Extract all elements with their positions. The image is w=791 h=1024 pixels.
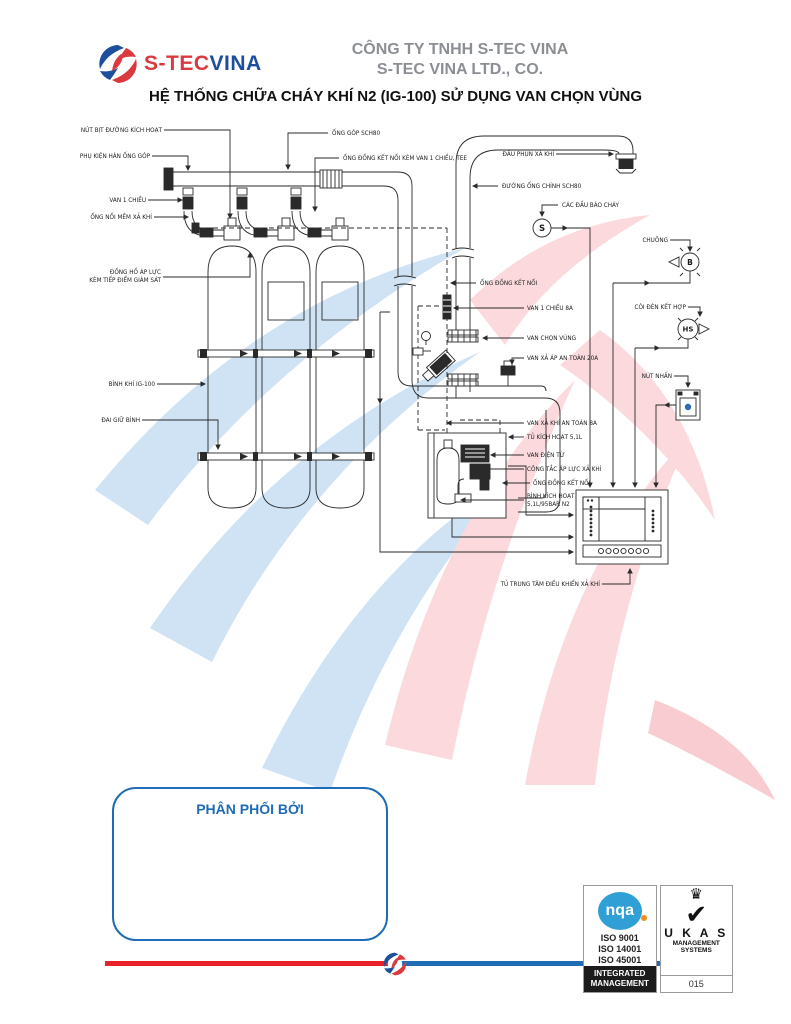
ukas-card: ♛ ✔ U K A S MANAGEMENT SYSTEMS 015 (659, 885, 733, 993)
check-valve-fittings (182, 187, 302, 210)
stec-logo: S-TECVINA (98, 44, 262, 84)
iso-45001: ISO 45001 (598, 955, 642, 965)
logo-text: S-TECVINA (144, 52, 262, 76)
smoke-detector-icon (532, 218, 552, 238)
label-gauge-line1: ĐỒNG HỒ ÁP LỰC (110, 267, 161, 276)
label-selection-valve: VAN CHỌN VÙNG (527, 335, 576, 342)
label-check-valve: VAN 1 CHIỀU (109, 196, 146, 204)
detector-letter: S (539, 224, 545, 234)
panel-leds (586, 499, 655, 537)
logo-text-blue: VINA (209, 52, 262, 75)
manifold-top (172, 171, 413, 276)
label-push-button: NÚT NHẤN (642, 372, 672, 380)
iso-9001: ISO 9001 (600, 933, 639, 943)
label-strap: ĐAI GIỮ BÌNH (101, 417, 140, 424)
nqa-text: nqa (605, 902, 634, 919)
distributor-title: PHÂN PHỐI BỞI (196, 801, 304, 817)
nqa-dot-icon (640, 915, 647, 921)
page-title: HỆ THỐNG CHỮA CHÁY KHÍ N2 (IG-100) SỬ DỤ… (149, 88, 642, 105)
label-relief-valve-20a: VAN XẢ ÁP AN TOÀN 20A (527, 354, 598, 362)
label-manifold: ỐNG GÓP SCH80 (332, 129, 381, 137)
label-solenoid: VAN ĐIỆN TỪ (527, 451, 565, 459)
label-copper-tee: ỐNG ĐỒNG KẾT NỐI KÈM VAN 1 CHIỀU, TEE (343, 153, 467, 162)
label-horn-strobe: CÒI ĐÈN KẾT HỢP (634, 303, 686, 311)
label-copper-tube-2: ỐNG ĐỒNG KẾT NỐI (533, 478, 591, 487)
leader-lines (142, 129, 701, 585)
pilot-line-dashed (197, 227, 501, 512)
zone-selection-valve (421, 329, 479, 387)
label-activation-cabinet: TỦ KÍCH HOẠT 5,1L (526, 433, 583, 441)
certification-block: nqa ISO 9001 ISO 14001 ISO 45001 INTEGRA… (583, 885, 733, 993)
company-line1: CÔNG TY TNHH S-TEC VINA (351, 41, 569, 58)
relief-valve-20a (500, 360, 516, 386)
iso-standards: ISO 9001 ISO 14001 ISO 45001 (598, 933, 641, 966)
label-gauge-line2: KÈM TIẾP ĐIỂM GIÁM SÁT (89, 276, 161, 284)
label-control-panel: TỦ TRUNG TÂM ĐIỀU KHIỂN XẢ KHÍ (500, 580, 601, 588)
cylinder-valves (223, 217, 349, 241)
panel-buttons (597, 547, 650, 555)
manifold-end-cap (163, 167, 174, 191)
label-nozzle: ĐẦU PHUN XẢ KHÍ (503, 150, 555, 158)
distributor-box: PHÂN PHỐI BỞI (112, 787, 388, 941)
footer-line-red (105, 961, 393, 966)
label-pilot-cylinder-2: 5,1L/95BAR N2 (527, 502, 570, 508)
nqa-card: nqa ISO 9001 ISO 14001 ISO 45001 INTEGRA… (583, 885, 657, 993)
control-panel (575, 489, 669, 565)
footer-swirl-icon (383, 952, 407, 981)
label-cylinder: BÌNH KHÍ IG-100 (109, 381, 156, 388)
horn-strobe-icon (677, 317, 711, 341)
integrated-management-strip: INTEGRATED MANAGEMENT (584, 966, 656, 992)
ig100-cylinders (207, 245, 365, 509)
ukas-number: 015 (660, 975, 732, 992)
activation-plug (191, 222, 200, 234)
stec-swirl-icon (99, 45, 137, 83)
company-name: CÔNG TY TNHH S-TEC VINA S-TEC VINA LTD.,… (260, 40, 660, 80)
footer-line-blue (399, 961, 660, 966)
cylinder-straps (197, 349, 375, 461)
horn-letters: HS (683, 326, 694, 334)
iso-14001: ISO 14001 (598, 944, 642, 954)
label-copper-tube-1: ỐNG ĐỒNG KẾT NỐI (480, 278, 538, 287)
discharge-nozzle (615, 153, 637, 174)
watermark-swirl (95, 215, 775, 800)
label-bell: CHUÔNG (642, 237, 668, 244)
nqa-logo: nqa (597, 892, 647, 930)
crown-icon: ♛ (689, 886, 703, 903)
label-check-valve-8a: VAN 1 CHIỀU 8A (527, 304, 573, 312)
activation-cabinet (427, 432, 507, 519)
company-line2: S-TEC VINA LTD., CO. (376, 61, 544, 78)
label-vent-valve-8a: VAN XẢ KHÍ AN TOÀN 8A (527, 419, 597, 427)
check-icon: ✔ (685, 899, 708, 929)
flexible-hoses (183, 210, 332, 238)
label-detectors: CÁC ĐẦU BÁO CHÁY (562, 201, 619, 209)
logo-text-red: S-TEC (144, 52, 210, 75)
ukas-subtitle: MANAGEMENT SYSTEMS (672, 940, 720, 954)
label-flex-hose: ỐNG NỐI MỀM XẢ KHÍ (90, 213, 152, 221)
label-activation-plug: NÚT BỊT ĐƯỜNG KÍCH HOẠT (81, 127, 163, 134)
ukas-title: U K A S (664, 926, 729, 940)
main-discharge-pipe (451, 135, 634, 398)
diagram-labels: NÚT BỊT ĐƯỜNG KÍCH HOẠT PHỤ KIỆN HÀN ỐNG… (80, 127, 687, 588)
check-valve-8a (442, 294, 452, 320)
push-button-icon (675, 389, 701, 421)
pipework (142, 129, 711, 585)
label-manifold-fitting: PHỤ KIỆN HÀN ỐNG GÓP (80, 152, 151, 160)
label-main-pipe: ĐƯỜNG ỐNG CHÍNH SCH80 (502, 182, 582, 190)
bell-letter: B (687, 258, 693, 267)
arrowheads (177, 151, 703, 574)
label-pressure-switch: CÔNG TẮC ÁP LỰC XẢ KHÍ (527, 465, 602, 473)
label-pilot-cylinder-1: BÌNH KÍCH HOẠT (527, 493, 575, 500)
bell-icon (667, 246, 701, 277)
